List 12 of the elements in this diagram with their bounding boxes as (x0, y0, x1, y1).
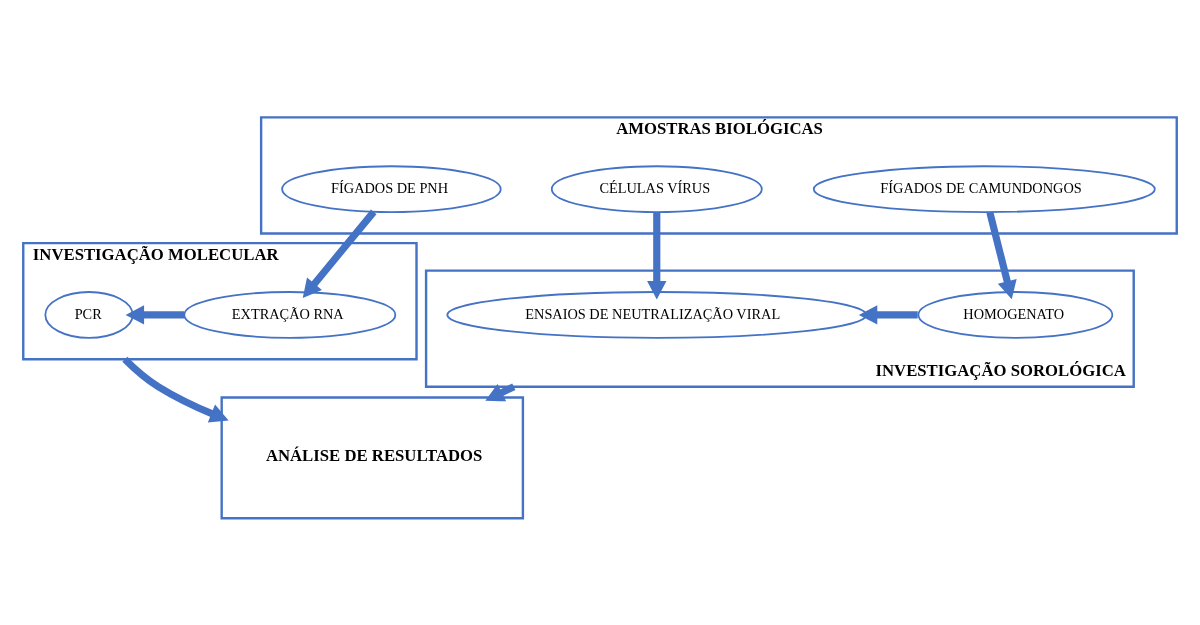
node-ellipse: FÍGADOS DE CAMUNDONGOS (812, 164, 1156, 213)
arrow (125, 304, 185, 325)
node-ellipse: FÍGADOS DE PNH (281, 164, 502, 213)
node-ellipse: ENSAIOS DE NEUTRALIZAÇÃO VIRAL (446, 290, 868, 339)
node-ellipse: CÉLULAS VÍRUS (550, 164, 763, 213)
node-box: ANÁLISE DE RESULTADOS (220, 395, 525, 519)
node-ellipse: EXTRAÇÃO RNA (183, 290, 397, 339)
arrow (122, 356, 229, 423)
node-ellipse: HOMOGENATO (917, 290, 1114, 339)
arrow (647, 211, 667, 300)
arrow (986, 211, 1017, 299)
node-ellipse: PCR (44, 290, 134, 339)
